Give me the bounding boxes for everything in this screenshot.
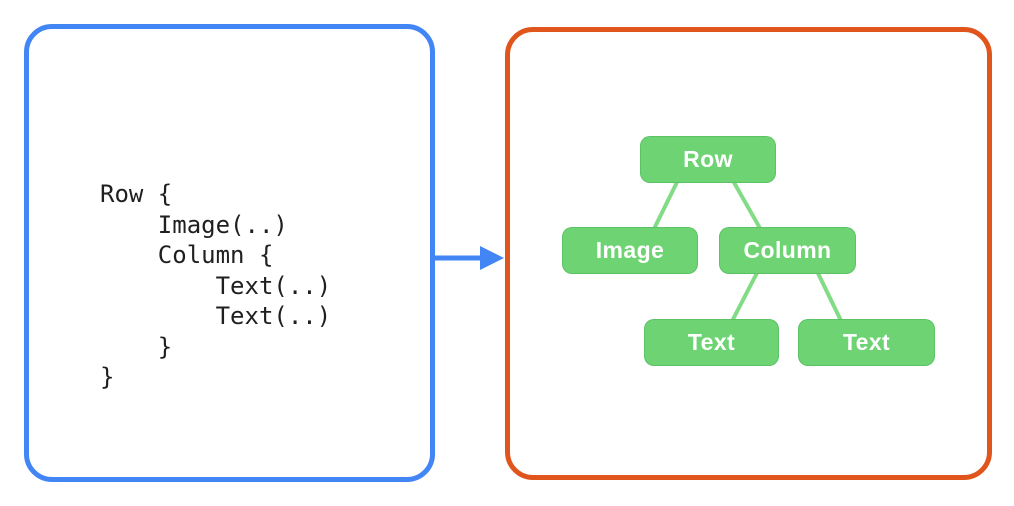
code-line: Text(..) bbox=[100, 302, 332, 330]
code-line: Column { bbox=[100, 241, 274, 269]
tree-node-text-2: Text bbox=[798, 319, 935, 366]
tree-node-image: Image bbox=[562, 227, 698, 274]
code-block: Row { Image(..) Column { Text(..) Text(.… bbox=[100, 179, 331, 393]
tree-panel: Row Image Column Text Text bbox=[505, 27, 992, 480]
code-line: Image(..) bbox=[100, 210, 288, 239]
tree-node-row: Row bbox=[640, 136, 776, 183]
tree-edge-column-text2 bbox=[813, 266, 847, 330]
code-panel: Row { Image(..) Column { Text(..) Text(.… bbox=[24, 24, 435, 482]
tree-node-text-1: Text bbox=[644, 319, 779, 366]
tree-edge-column-text1 bbox=[726, 266, 762, 330]
flow-arrow-icon bbox=[433, 246, 504, 270]
code-line: Text(..) bbox=[100, 271, 332, 300]
tree-node-column: Column bbox=[719, 227, 856, 274]
code-line: } bbox=[100, 363, 115, 391]
code-line: } bbox=[100, 332, 173, 361]
code-line: Row { bbox=[100, 180, 173, 208]
